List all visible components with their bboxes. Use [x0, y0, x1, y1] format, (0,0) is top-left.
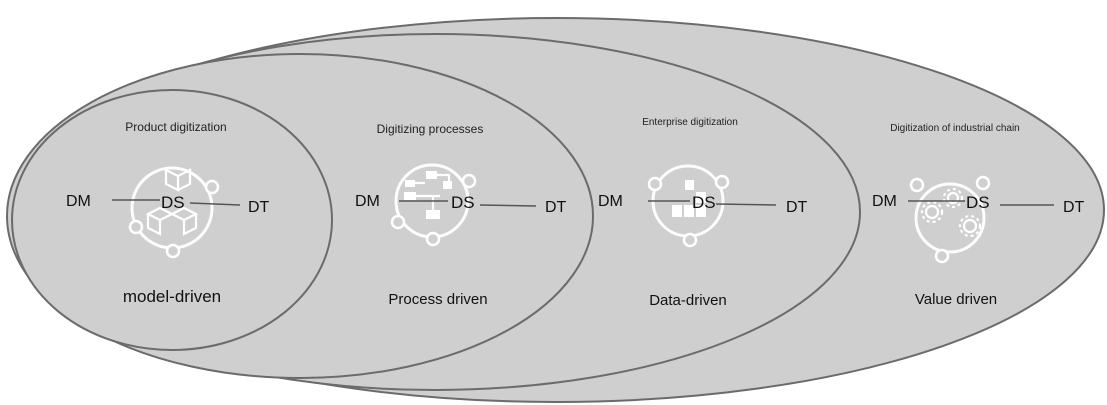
stage-mode: model-driven — [123, 287, 221, 306]
stage-mode: Process driven — [388, 291, 487, 308]
stage-industrial-chain: Digitization of industrial chain DM DS D… — [872, 123, 1085, 308]
stage-processes: Digitizing processes DM DS DT Process dr… — [355, 122, 567, 308]
node-dt: DT — [545, 199, 567, 216]
stage-title: Enterprise digitization — [642, 117, 738, 128]
stage-enterprise: Enterprise digitization DM DS DT Data-dr… — [598, 117, 808, 309]
stage-title: Digitization of industrial chain — [890, 123, 1020, 134]
node-dm: DM — [355, 193, 380, 210]
stage-title: Digitizing processes — [377, 122, 484, 136]
node-ds: DS — [451, 193, 475, 212]
stage-mode: Value driven — [915, 291, 997, 308]
cubes-icon — [128, 166, 220, 259]
stage-mode: Data-driven — [649, 292, 727, 309]
stage-title: Product digitization — [125, 120, 226, 134]
connector-ds-dt — [715, 203, 777, 206]
connector-ds-dt — [189, 202, 241, 206]
node-dm: DM — [598, 193, 623, 210]
gears-icon — [909, 175, 991, 264]
stage-product: Product digitization DM DS DT model-driv… — [66, 120, 270, 306]
node-dm: DM — [872, 193, 897, 210]
node-dt: DT — [786, 199, 808, 216]
node-ds: DS — [692, 193, 716, 212]
node-ds: DS — [161, 193, 185, 212]
ellipse-product — [11, 89, 333, 351]
node-dm: DM — [66, 193, 91, 210]
node-dt: DT — [1063, 199, 1085, 216]
node-dt: DT — [248, 199, 270, 216]
node-ds: DS — [966, 193, 990, 212]
connector-ds-dt — [479, 204, 537, 207]
process-flow-icon — [390, 163, 477, 247]
